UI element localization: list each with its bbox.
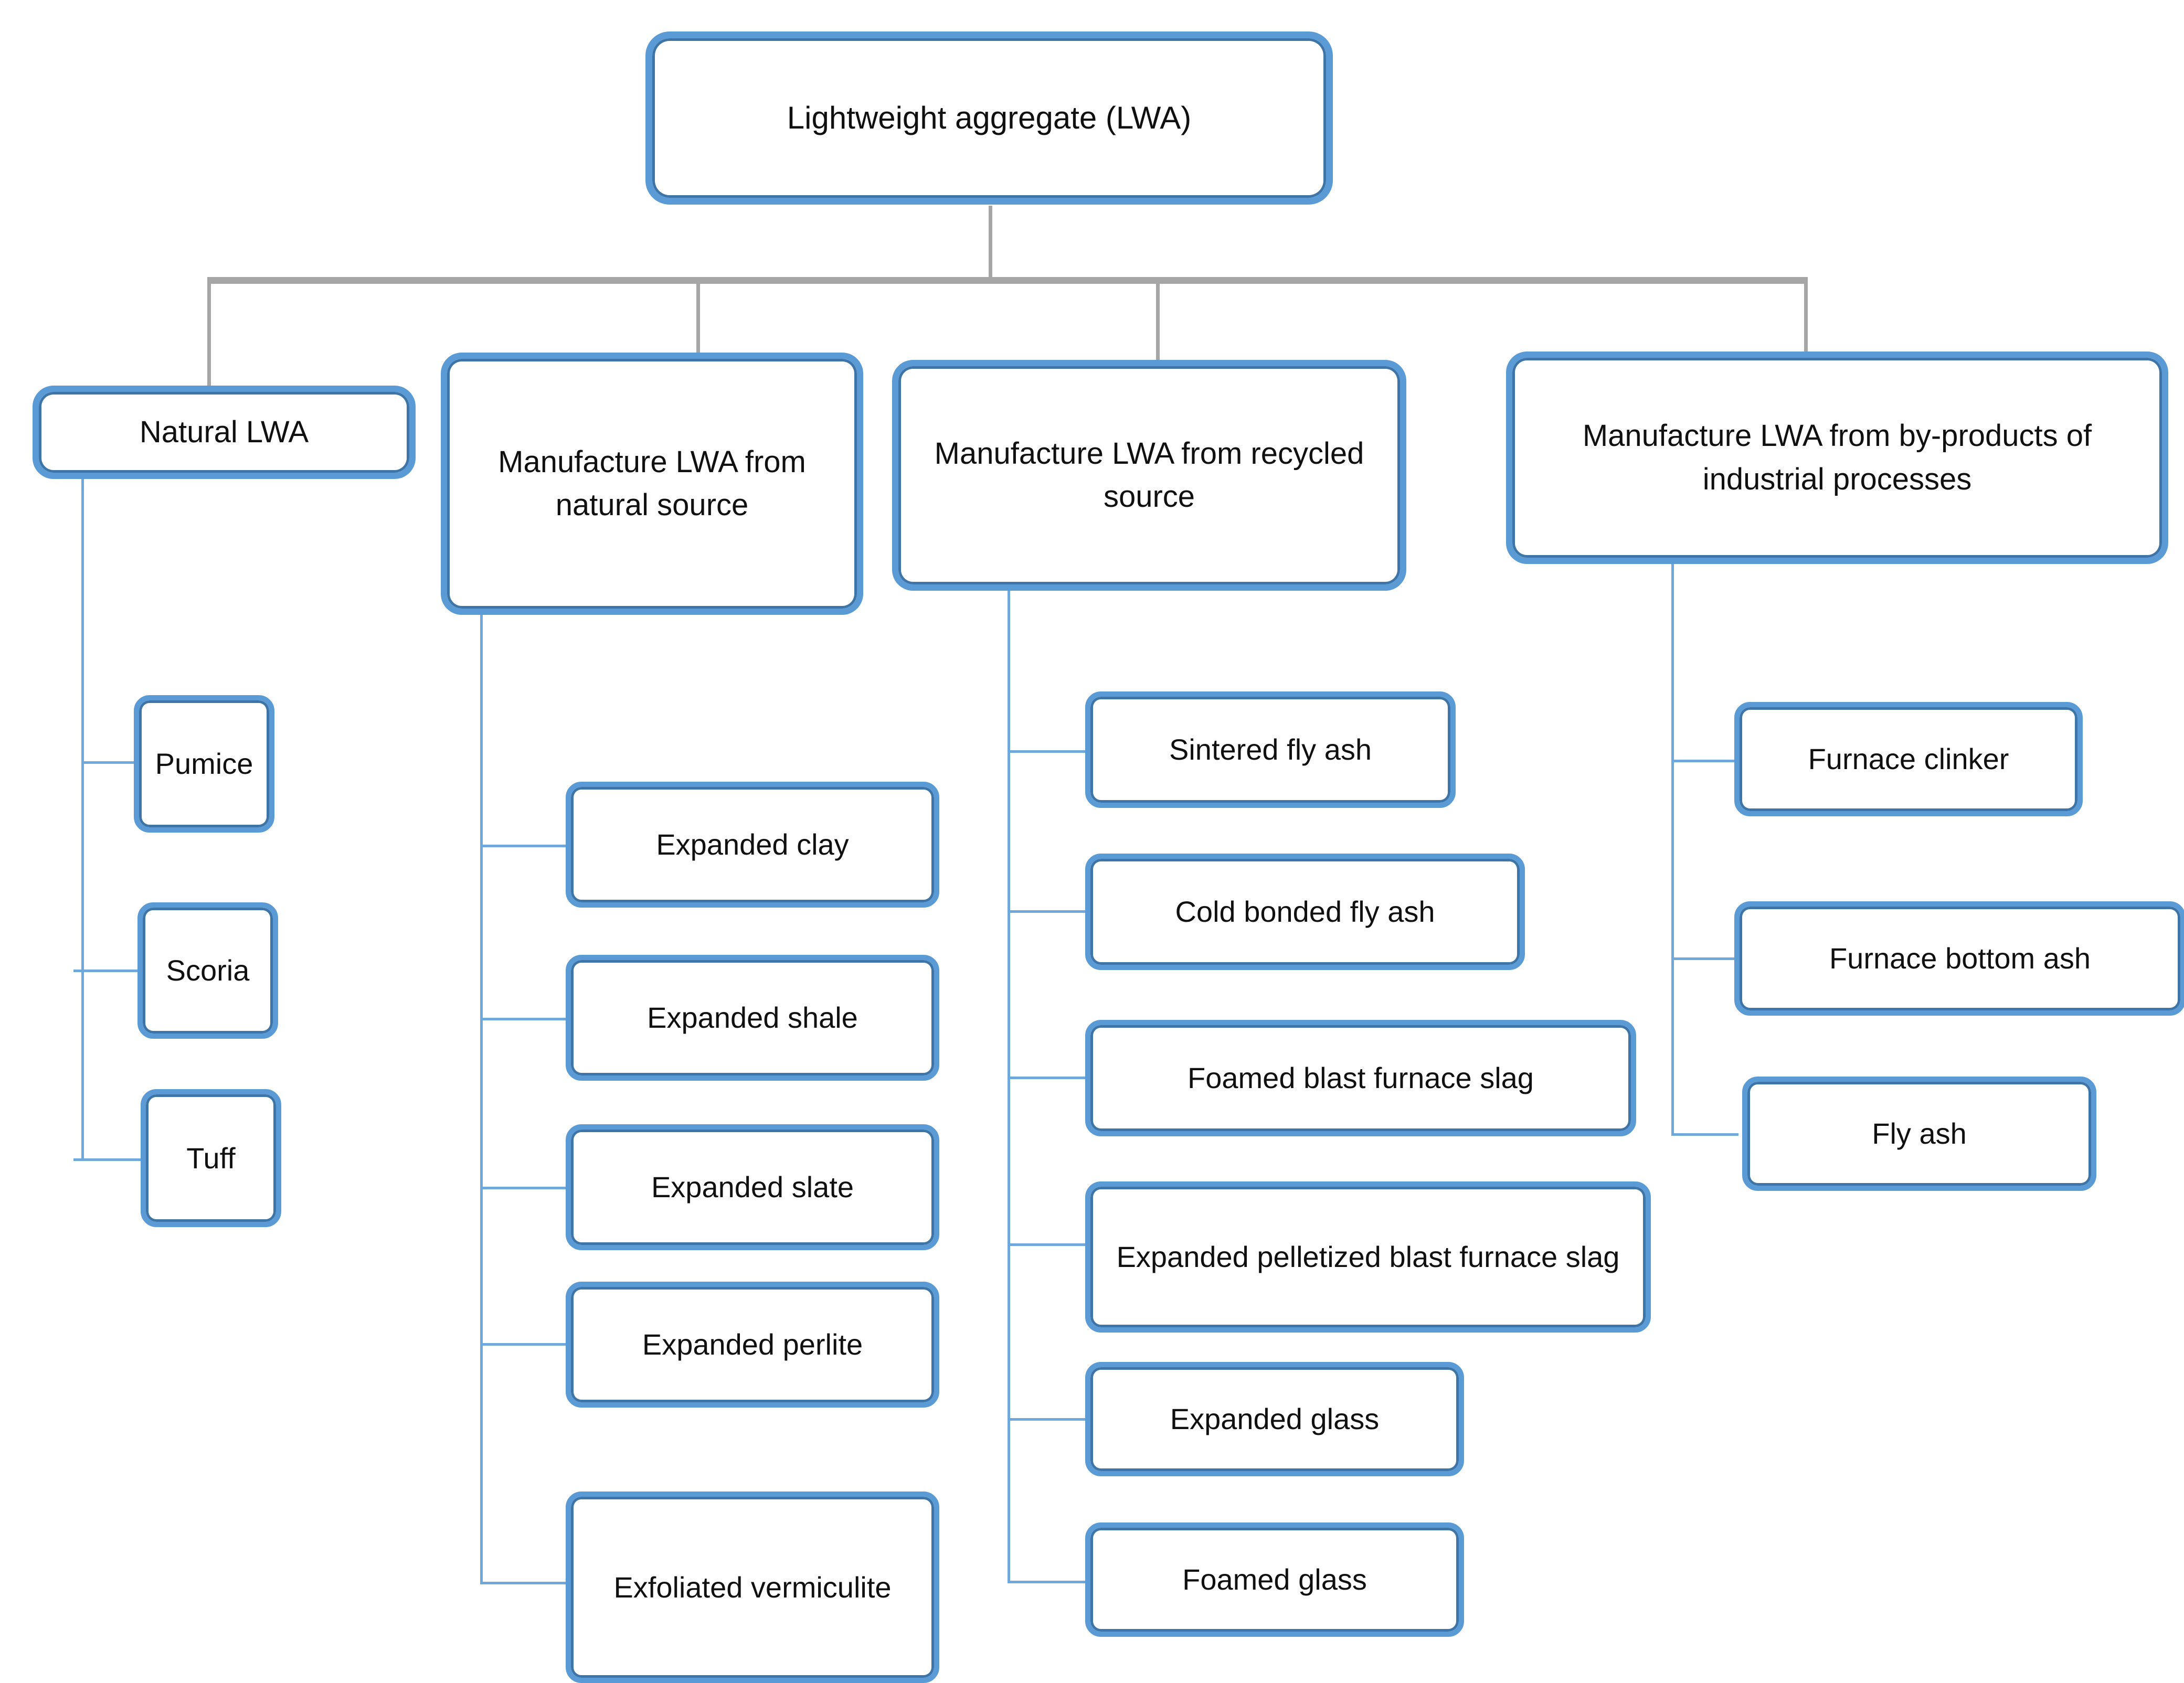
node-expanded-slate[interactable]: Expanded slate [566,1124,939,1250]
node-scoria[interactable]: Scoria [137,902,278,1039]
node-pumice[interactable]: Pumice [134,695,274,833]
node-manufacture-recycled-source-label: Manufacture LWA from recycled source [934,436,1364,514]
connector-leaf-pumice [81,761,139,764]
connector-leaf-expanded-glass [1008,1418,1089,1421]
node-natural-lwa-label: Natural LWA [139,414,309,449]
node-furnace-bottom-ash[interactable]: Furnace bottom ash [1734,901,2184,1016]
node-root-label: Lightweight aggregate (LWA) [787,100,1192,136]
node-foamed-blast-furnace-slag[interactable]: Foamed blast furnace slag [1085,1020,1636,1136]
node-expanded-glass[interactable]: Expanded glass [1085,1362,1464,1476]
node-furnace-bottom-ash-label: Furnace bottom ash [1829,942,2091,975]
node-expanded-glass-label: Expanded glass [1170,1402,1380,1436]
node-sintered-fly-ash-label: Sintered fly ash [1169,733,1372,766]
node-tuff-label: Tuff [186,1141,236,1175]
connector-leaf-exfoliated-vermiculite [480,1582,570,1584]
node-foamed-glass[interactable]: Foamed glass [1085,1522,1464,1637]
node-expanded-perlite-label: Expanded perlite [642,1328,863,1361]
node-cold-bonded-fly-ash-label: Cold bonded fly ash [1175,895,1435,929]
node-expanded-pelletized-blast-furnace-slag-label: Expanded pelletized blast furnace slag [1116,1240,1620,1274]
connector-leaf-tuff [73,1158,144,1161]
connector-drop-natural-source [696,277,700,355]
connector-spine-recycled-source [1008,591,1010,1582]
node-manufacture-byproducts[interactable]: Manufacture LWA from by-products of indu… [1506,351,2168,564]
node-expanded-clay[interactable]: Expanded clay [566,782,939,908]
node-tuff[interactable]: Tuff [141,1089,281,1227]
node-scoria-label: Scoria [166,954,250,987]
node-fly-ash[interactable]: Fly ash [1742,1077,2096,1191]
node-manufacture-natural-source-label: Manufacture LWA from natural source [498,444,806,522]
node-manufacture-byproducts-label: Manufacture LWA from by-products of indu… [1582,419,2092,496]
connector-leaf-foamed-blast-furnace-slag [1008,1077,1089,1079]
connector-leaf-foamed-glass [1008,1581,1089,1583]
connector-leaf-fly-ash [1671,1133,1738,1136]
node-expanded-perlite[interactable]: Expanded perlite [566,1282,939,1408]
node-cold-bonded-fly-ash[interactable]: Cold bonded fly ash [1085,854,1525,970]
node-root[interactable]: Lightweight aggregate (LWA) [645,31,1333,205]
connector-leaf-expanded-slate [480,1187,570,1189]
node-manufacture-natural-source[interactable]: Manufacture LWA from natural source [441,353,863,615]
connector-drop-natural-lwa [207,277,211,386]
connector-leaf-sintered-fly-ash [1008,750,1089,753]
connector-leaf-expanded-pelletized-slag [1008,1243,1089,1246]
node-fly-ash-label: Fly ash [1872,1117,1967,1151]
node-foamed-blast-furnace-slag-label: Foamed blast furnace slag [1188,1061,1534,1095]
connector-level1-bus [207,277,1808,284]
connector-spine-natural-lwa [81,479,84,1161]
node-expanded-shale[interactable]: Expanded shale [566,955,939,1081]
connector-leaf-expanded-shale [480,1018,570,1020]
node-expanded-shale-label: Expanded shale [647,1001,858,1035]
connector-root-stem [989,206,992,279]
node-natural-lwa[interactable]: Natural LWA [33,386,416,479]
connector-leaf-expanded-perlite [480,1343,570,1346]
node-expanded-slate-label: Expanded slate [651,1170,854,1204]
connector-spine-natural-source [480,615,483,1584]
node-pumice-label: Pumice [155,747,253,781]
connector-leaf-scoria [73,970,142,972]
connector-spine-byproducts [1671,564,1674,1136]
connector-drop-byproducts [1804,277,1808,352]
node-exfoliated-vermiculite[interactable]: Exfoliated vermiculite [566,1492,939,1683]
node-foamed-glass-label: Foamed glass [1182,1563,1367,1596]
connector-leaf-furnace-bottom-ash [1671,957,1738,960]
connector-leaf-furnace-clinker [1671,760,1738,762]
node-exfoliated-vermiculite-label: Exfoliated vermiculite [613,1570,892,1604]
connector-drop-recycled-source [1156,277,1160,361]
connector-leaf-cold-bonded-fly-ash [1008,910,1089,913]
node-furnace-clinker[interactable]: Furnace clinker [1734,702,2083,816]
node-sintered-fly-ash[interactable]: Sintered fly ash [1085,691,1456,808]
node-expanded-pelletized-blast-furnace-slag[interactable]: Expanded pelletized blast furnace slag [1085,1181,1651,1333]
node-furnace-clinker-label: Furnace clinker [1808,742,2009,776]
node-manufacture-recycled-source[interactable]: Manufacture LWA from recycled source [892,360,1406,591]
node-expanded-clay-label: Expanded clay [656,828,849,861]
connector-leaf-expanded-clay [480,845,570,847]
